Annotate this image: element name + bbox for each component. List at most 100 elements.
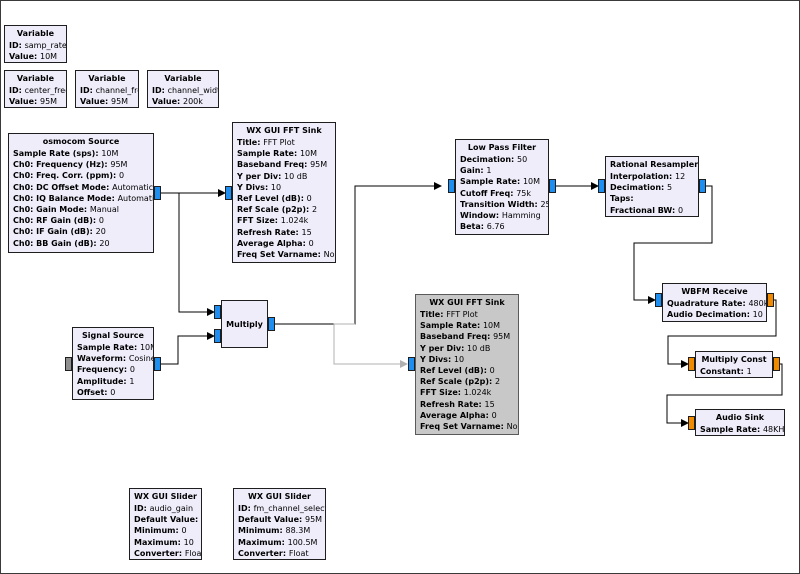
- param-key: Y Divs: [237, 182, 265, 192]
- fft-sink-in-port[interactable]: [225, 186, 232, 200]
- param-value: 0: [306, 194, 312, 204]
- param-row: Baseband Freq: 95M: [420, 331, 514, 342]
- param-key: FFT Size: [237, 216, 275, 226]
- param-key: Y per Div: [237, 171, 279, 181]
- param-key: ID: [9, 86, 19, 95]
- param-row: Offset: 0: [77, 387, 149, 398]
- param-value: 15: [484, 399, 495, 409]
- param-row: Average Alpha: 0: [420, 410, 514, 421]
- param-separator: :: [279, 526, 286, 536]
- multiply-const-in-port[interactable]: [688, 357, 695, 371]
- block-title: Variable: [88, 74, 126, 83]
- osmocom-source-out-port[interactable]: [154, 186, 161, 200]
- param-separator: :: [746, 310, 753, 320]
- fft-sink-disabled-in-port[interactable]: [408, 357, 415, 371]
- param-row: Fractional BW: 0: [610, 205, 694, 216]
- param-separator: :: [175, 526, 182, 536]
- param-separator: :: [440, 310, 447, 319]
- param-value: Automatic: [117, 193, 154, 203]
- param-row: Frequency: 0: [77, 364, 149, 375]
- low-pass-filter-out-port[interactable]: [549, 179, 556, 193]
- param-key: Maximum: [134, 537, 178, 547]
- param-row: Sample Rate: 10M: [77, 342, 153, 353]
- param-key: Sample Rate: [700, 425, 757, 434]
- param-key: Maximum: [238, 537, 282, 547]
- block-title: WBFM Receive: [681, 287, 748, 296]
- signal-source-out-port[interactable]: [154, 357, 161, 371]
- param-row: Ch0: Gain Mode: Manual: [13, 204, 149, 215]
- param-value: 10: [183, 537, 194, 547]
- param-key: Average Alpha: [237, 238, 303, 248]
- multiply-in0-port[interactable]: [214, 305, 221, 319]
- param-separator: :: [104, 387, 111, 397]
- param-value: 1: [486, 166, 492, 176]
- param-row: FFT Size: 1.024k: [420, 387, 514, 398]
- audio-sink-in-port[interactable]: [688, 416, 695, 430]
- param-key: Ch0: IF Gain (dB): [13, 227, 90, 237]
- param-separator: :: [106, 182, 113, 192]
- wbfm-receive-out-port[interactable]: [767, 293, 774, 307]
- param-key: Sample Rate: [420, 321, 477, 331]
- rational-resampler-out-port[interactable]: [699, 179, 706, 193]
- multiply-in1-port[interactable]: [214, 329, 221, 343]
- param-key: ID: [134, 504, 144, 513]
- param-separator: :: [177, 537, 184, 547]
- param-key: Decimation: [610, 183, 662, 193]
- param-separator: :: [105, 97, 111, 107]
- param-key: Value: [9, 52, 35, 62]
- param-separator: :: [671, 205, 678, 215]
- param-key: Ch0: DC Offset Mode: [13, 182, 107, 192]
- param-value: 0: [98, 216, 104, 226]
- param-key: Y Divs: [420, 354, 448, 364]
- param-row: Amplitude: 1: [77, 376, 149, 387]
- param-row: Ref Scale (p2p): 2: [237, 204, 331, 215]
- param-separator: :: [34, 52, 40, 62]
- param-key: Default Value: [238, 515, 300, 525]
- param-row: Cutoff Freq: 75k: [460, 188, 544, 199]
- param-row: Freq Set Varname: None: [237, 249, 335, 260]
- param-row: Sample Rate: 10M: [420, 320, 514, 331]
- multiply-const-out-port[interactable]: [773, 357, 780, 371]
- multiply-block[interactable]: Multiply: [221, 300, 268, 348]
- param-value: 95M: [493, 332, 511, 342]
- block-title: WX GUI Slider: [134, 492, 197, 501]
- signal-source-freq-port[interactable]: [65, 357, 72, 371]
- param-value: 1: [746, 367, 752, 376]
- param-key: Sample Rate (sps): [13, 149, 96, 158]
- multiply-out-port[interactable]: [268, 317, 275, 331]
- param-row: Default Value: 95M: [238, 514, 322, 525]
- param-value: channel_freq: [95, 86, 138, 95]
- param-separator: :: [669, 172, 675, 181]
- param-value: 10: [752, 310, 763, 320]
- param-row: Y per Div: 10 dB: [420, 343, 514, 354]
- param-row: Constant: 1: [700, 366, 768, 377]
- param-key: Waveform: [77, 354, 123, 364]
- param-value: 1: [201, 515, 202, 524]
- param-row: ID: fm_channel_selector: [238, 503, 325, 514]
- param-separator: :: [34, 97, 40, 107]
- param-row: ID: channel_freq: [80, 85, 138, 96]
- param-key: Decimation: [460, 155, 512, 164]
- param-value: 15: [301, 227, 312, 237]
- param-value: Automatic: [112, 182, 154, 192]
- param-separator: :: [495, 211, 502, 221]
- wbfm-receive-in-port[interactable]: [655, 293, 662, 307]
- rational-resampler-in-port[interactable]: [598, 179, 605, 193]
- param-value: None: [323, 250, 335, 260]
- low-pass-filter-in-port[interactable]: [448, 179, 455, 193]
